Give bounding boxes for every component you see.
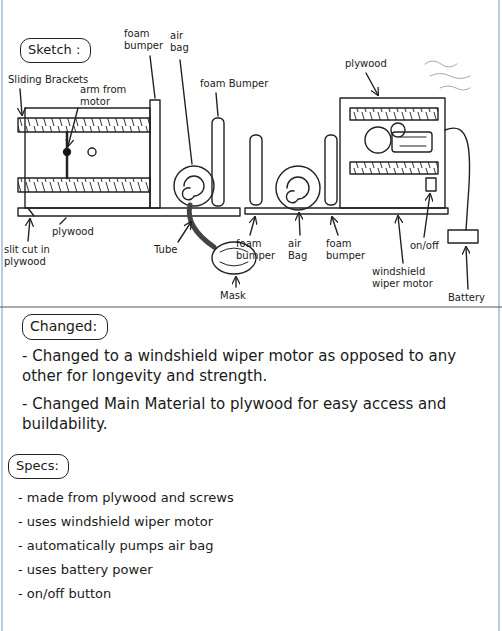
- leader-line: [178, 222, 191, 242]
- leader-line: [332, 217, 338, 235]
- leader-line: [424, 194, 430, 237]
- motor-gear: [391, 123, 405, 137]
- tube: [189, 205, 214, 247]
- foam-bumper: [325, 135, 337, 205]
- slit-cut: [28, 208, 34, 216]
- page-border: [498, 0, 499, 631]
- heading-box: Specs:: [8, 454, 69, 479]
- note-text: - Changed to a windshield wiper motor as…: [22, 346, 492, 386]
- part-label: windshield wiper motor: [372, 266, 442, 290]
- motor-gear: [365, 127, 391, 153]
- part-label: on/off: [410, 240, 450, 252]
- motor-detail: [400, 137, 426, 138]
- part-label: Tube: [154, 244, 184, 256]
- part-label: Mask: [220, 290, 260, 302]
- leader-line: [299, 213, 300, 235]
- scribble: [425, 61, 470, 90]
- motor-detail: [400, 146, 426, 147]
- part-label: foam bumper: [236, 238, 280, 262]
- plywood-base: [245, 208, 448, 214]
- air-bag-fold: [286, 177, 309, 203]
- leader-line: [466, 247, 468, 289]
- foam-bumper: [150, 100, 160, 208]
- on-off-switch: [426, 178, 436, 191]
- leader-line: [68, 108, 78, 146]
- heading-box: Sketch :: [20, 38, 91, 63]
- air-bag-fold: [182, 176, 204, 200]
- plywood-base: [18, 208, 240, 216]
- leader-line: [250, 217, 255, 235]
- leader-line: [180, 60, 192, 164]
- part-label: slit cut in plywood: [4, 244, 66, 268]
- battery: [448, 230, 478, 243]
- leader-line: [366, 73, 378, 95]
- part-label: foam bumper: [326, 238, 370, 262]
- heading-box: Changed:: [22, 314, 108, 340]
- battery-wire: [445, 128, 470, 230]
- air-bag: [174, 166, 214, 206]
- heading-text: Changed:: [30, 318, 97, 334]
- sliding-bracket: [18, 118, 150, 132]
- air-bag: [276, 166, 320, 210]
- note-text: - on/off button: [18, 586, 488, 602]
- part-label: air Bag: [288, 238, 318, 262]
- heading-text: Sketch :: [28, 42, 80, 57]
- page-border: [1, 0, 2, 631]
- leader-line: [216, 93, 218, 116]
- note-text: - Changed Main Material to plywood for e…: [22, 394, 492, 434]
- leader-line: [60, 218, 66, 224]
- part-label: Battery: [448, 292, 496, 304]
- leader-line: [398, 216, 403, 263]
- motor-housing: [340, 98, 445, 208]
- foam-bumper: [212, 118, 224, 206]
- part-label: arm from motor: [80, 84, 132, 108]
- section-divider: [0, 307, 502, 308]
- part-label: plywood: [345, 58, 395, 70]
- note-text: - uses windshield wiper motor: [18, 514, 488, 530]
- foam-bumper: [250, 135, 262, 205]
- sliding-bracket: [350, 108, 438, 120]
- note-text: - uses battery power: [18, 562, 488, 578]
- part-label: foam Bumper: [200, 78, 280, 90]
- sliding-bracket: [350, 162, 438, 174]
- leader-line: [150, 56, 155, 98]
- sliding-bracket: [18, 178, 150, 192]
- wiper-motor: [392, 132, 432, 152]
- leader-line: [20, 89, 22, 115]
- arm-pivot: [64, 149, 71, 156]
- part-label: air bag: [170, 30, 200, 54]
- heading-text: Specs:: [16, 458, 59, 473]
- note-text: - automatically pumps air bag: [18, 538, 488, 554]
- leader-line: [28, 219, 30, 241]
- hole: [88, 148, 96, 156]
- leader-line: [235, 277, 236, 287]
- part-label: foam bumper: [124, 28, 168, 52]
- note-text: - made from plywood and screws: [18, 490, 488, 506]
- part-label: plywood: [52, 226, 102, 238]
